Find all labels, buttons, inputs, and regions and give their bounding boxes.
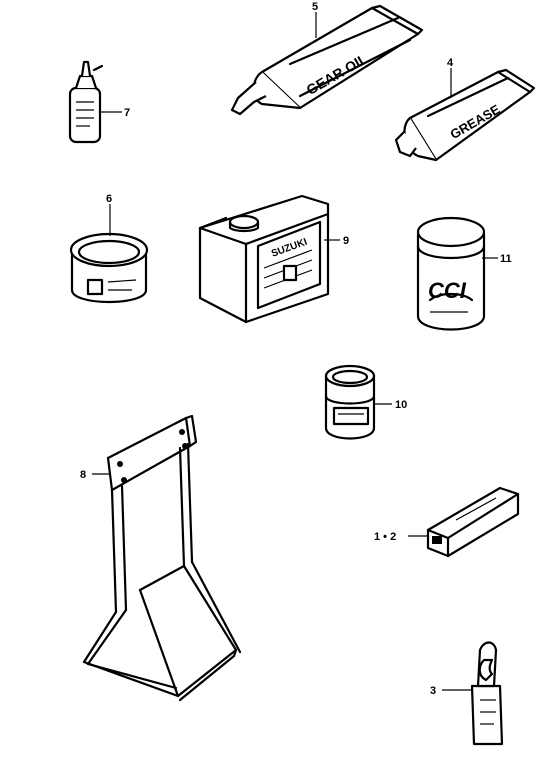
callout-7: 7 <box>124 107 130 119</box>
callout-9: 9 <box>343 235 349 247</box>
tin-brand-label: CCI <box>428 278 467 303</box>
small-oil-bottle <box>68 60 104 144</box>
cylinder-can: CCI <box>416 216 486 331</box>
callout-3: 3 <box>430 685 436 697</box>
callout-11: 11 <box>500 253 512 265</box>
small-jar <box>324 364 376 440</box>
callout-4: 4 <box>447 57 454 69</box>
oil-can: SUZUKI <box>198 194 330 324</box>
callout-5: 5 <box>312 1 318 13</box>
stand <box>82 414 242 702</box>
callout-10: 10 <box>395 399 407 411</box>
round-tin <box>69 232 149 304</box>
applicator-tube <box>470 641 504 746</box>
callout-1-2: 1 • 2 <box>374 531 396 543</box>
rectangular-bar <box>426 486 520 558</box>
callout-8: 8 <box>80 469 86 481</box>
grease-tube: GREASE <box>394 68 536 162</box>
callout-6: 6 <box>106 193 112 205</box>
gear-oil-tube: GEAR OIL <box>230 4 424 116</box>
